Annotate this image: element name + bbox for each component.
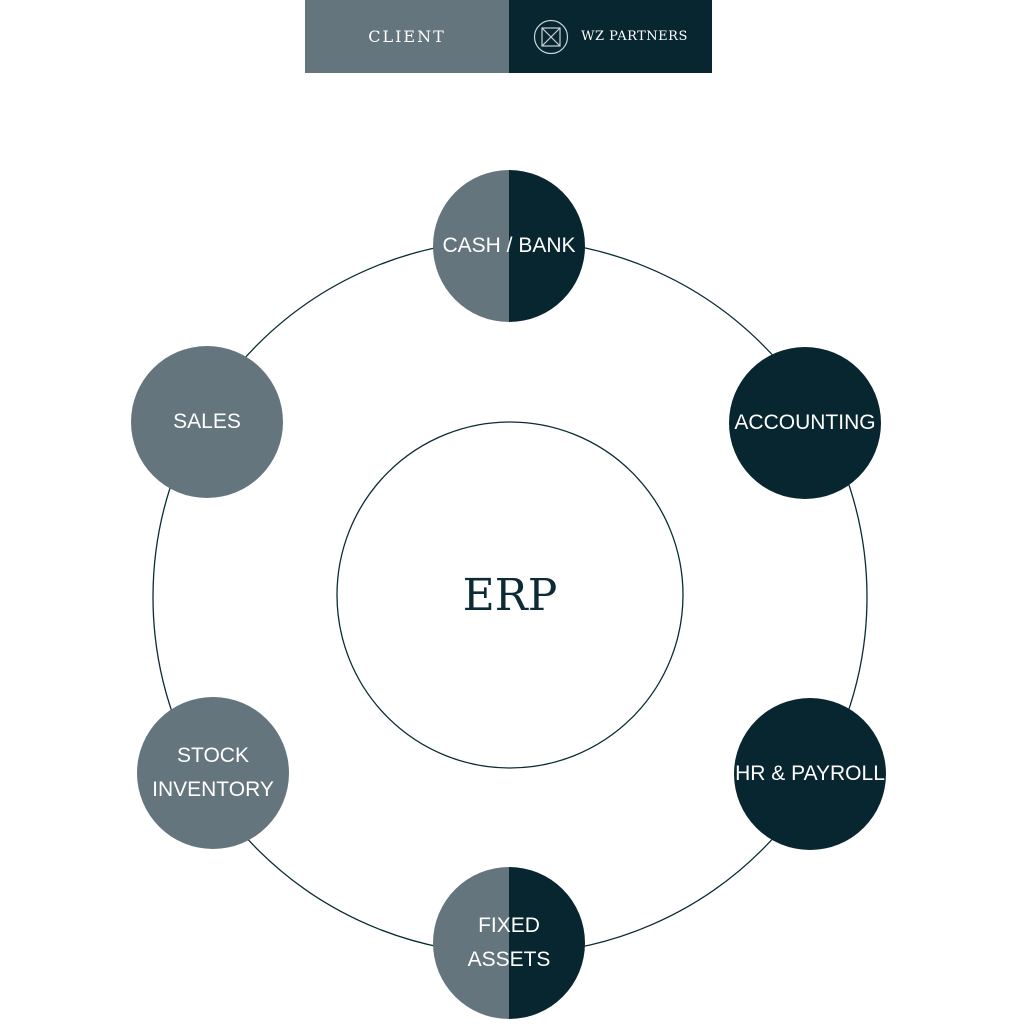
legend-client-label: CLIENT xyxy=(368,27,446,46)
erp-center-label: ERP xyxy=(462,569,558,621)
wz-partners-logo-icon xyxy=(533,19,569,55)
node-cash-bank: CASH / BANK xyxy=(433,170,585,322)
node-sales: SALES xyxy=(131,346,283,498)
legend-partner: WZ PARTNERS xyxy=(509,0,712,73)
node-label: SALES xyxy=(173,410,241,433)
node-label: ACCOUNTING xyxy=(734,411,876,434)
node-label: FIXED ASSETS xyxy=(467,914,551,971)
node-label: STOCK INVENTORY xyxy=(152,744,274,801)
node-accounting: ACCOUNTING xyxy=(729,347,881,499)
node-label: HR & PAYROLL xyxy=(735,762,885,785)
legend-partner-label: WZ PARTNERS xyxy=(581,29,688,44)
node-fixed-assets: FIXED ASSETS xyxy=(433,867,585,1019)
node-hr-payroll: HR & PAYROLL xyxy=(734,698,886,850)
node-label: CASH / BANK xyxy=(442,234,576,257)
legend-bar: CLIENT WZ PARTNERS xyxy=(305,0,712,73)
legend-client: CLIENT xyxy=(305,0,509,73)
inner-ring xyxy=(336,421,684,769)
node-stock-inventory: STOCK INVENTORY xyxy=(137,697,289,849)
